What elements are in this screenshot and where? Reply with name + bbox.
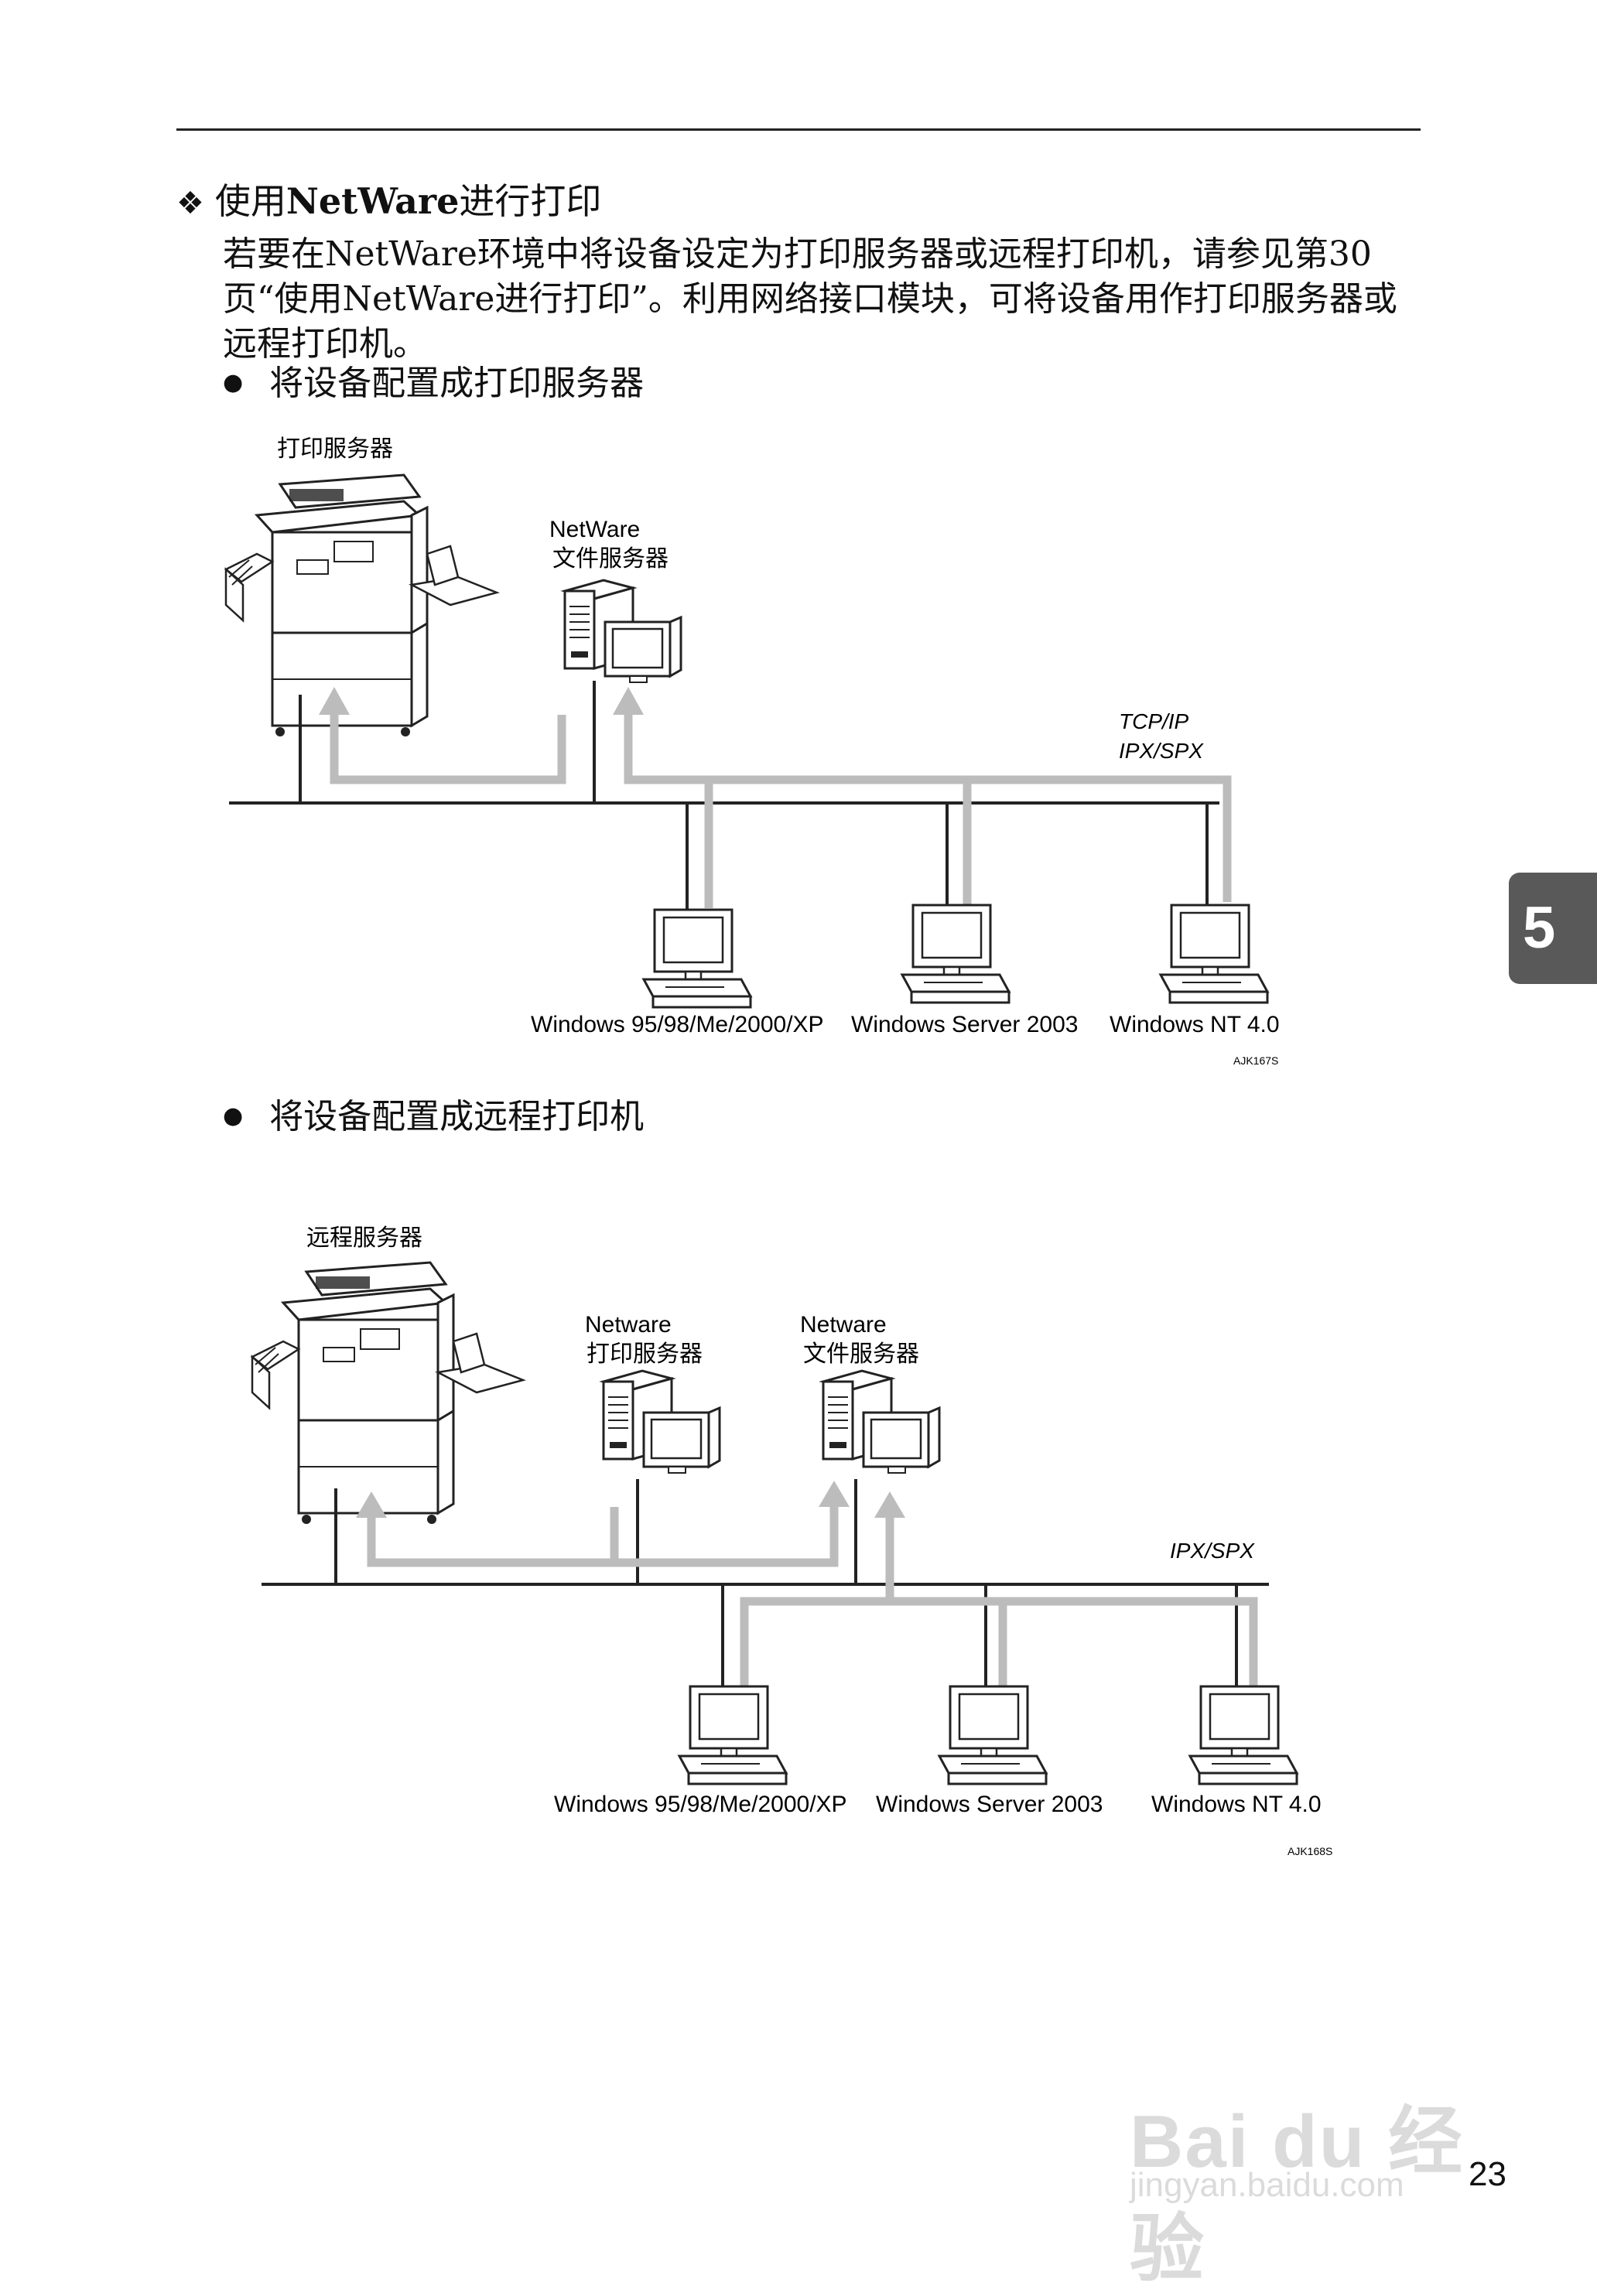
heading-bold: NetWare (286, 180, 460, 222)
client-pc-icon (642, 908, 752, 1009)
intro-paragraph: 若要在NetWare环境中将设备设定为打印服务器或远程打印机，请参见第30页“使… (223, 234, 1397, 364)
printer-copier-icon (224, 473, 498, 738)
client-label: Windows NT 4.0 (1110, 1012, 1280, 1037)
diagram-remote-printer: 远程服务器 Netware 打印服务器 Netware 文件服务器 IPX/SP… (251, 1225, 1332, 1857)
device-label: 打印服务器 (277, 436, 393, 462)
client-pc-icon (938, 1685, 1048, 1785)
top-rule (176, 128, 1421, 131)
chapter-number: 5 (1523, 895, 1556, 961)
server-label-zh: 文件服务器 (552, 546, 669, 572)
watermark-url: jingyan.baidu.com (1130, 2166, 1404, 2204)
bullet-dot-icon: ● (223, 369, 244, 396)
client-pc-icon (1188, 1685, 1298, 1785)
print-server-label-en: Netware (585, 1312, 672, 1338)
device-label: 远程服务器 (306, 1225, 422, 1251)
flow-arrows (330, 712, 1232, 908)
bullet-text: 将设备配置成打印服务器 (269, 364, 645, 403)
client-pc-icon (678, 1685, 788, 1785)
figure-code: AJK168S (1288, 1845, 1332, 1857)
client-pc-icon (901, 904, 1011, 1004)
heading-pre: 使用 (214, 180, 286, 222)
file-server-icon (822, 1369, 941, 1474)
bullet-text: 将设备配置成远程打印机 (269, 1097, 645, 1136)
print-server-label-zh: 打印服务器 (586, 1341, 703, 1367)
protocol: IPX/SPX (1170, 1539, 1255, 1563)
remote-printer-copier-icon (251, 1261, 525, 1526)
diamond-bullet-icon: ❖ (176, 186, 204, 221)
protocol-1: TCP/IP (1119, 709, 1189, 733)
client-pc-icon (1159, 904, 1269, 1004)
print-server-icon (602, 1369, 721, 1474)
chapter-tab: 5 (1509, 873, 1597, 984)
page-number: 23 (1469, 2155, 1506, 2193)
file-server-icon (563, 579, 682, 684)
flow-arrows (367, 1507, 1258, 1688)
baidu-watermark: Bai du 经验 jingyan.baidu.com (1130, 2050, 1501, 2291)
client-label: Windows 95/98/Me/2000/XP (554, 1792, 847, 1817)
file-server-label-zh: 文件服务器 (803, 1341, 919, 1367)
bullet-remote-printer: ● 将设备配置成远程打印机 (223, 1094, 644, 1139)
diagram-print-server: 打印服务器 NetWare 文件服务器 TCP/IP IPX/SPX Windo… (224, 436, 1280, 1067)
server-label-en: NetWare (549, 517, 640, 542)
figure-code: AJK167S (1233, 1054, 1278, 1067)
client-label: Windows Server 2003 (876, 1792, 1103, 1817)
bullet-print-server: ● 将设备配置成打印服务器 (223, 360, 644, 406)
section-heading: ❖ 使用NetWare进行打印 (176, 178, 601, 227)
file-server-label-en: Netware (800, 1312, 887, 1338)
client-label: Windows NT 4.0 (1151, 1792, 1322, 1817)
heading-post: 进行打印 (459, 180, 602, 222)
client-label: Windows Server 2003 (851, 1012, 1078, 1037)
client-label: Windows 95/98/Me/2000/XP (531, 1012, 824, 1037)
protocol-2: IPX/SPX (1119, 739, 1204, 763)
bullet-dot-icon: ● (223, 1102, 244, 1129)
